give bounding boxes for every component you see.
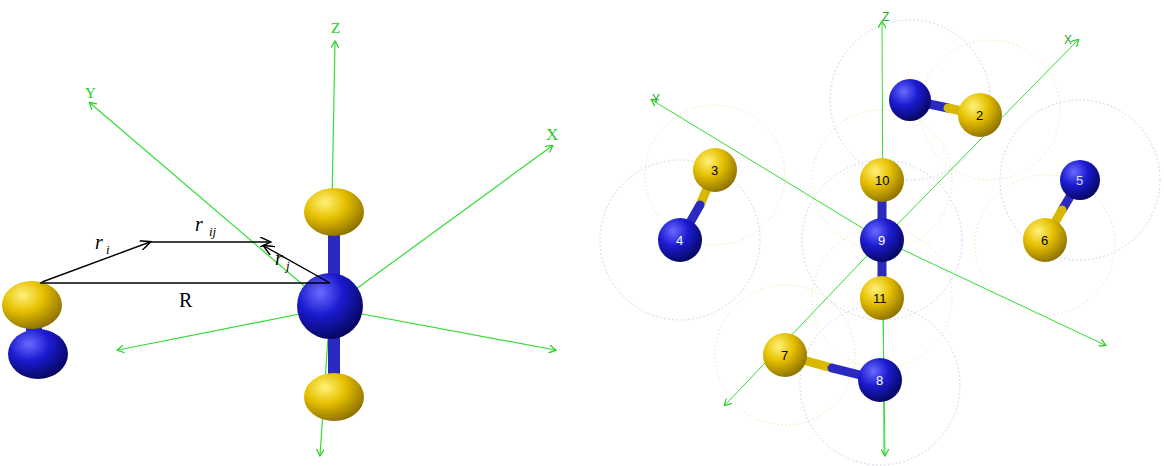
axis-label: Z <box>331 21 340 36</box>
axis-label: Y <box>85 86 96 101</box>
atom-number: 9 <box>878 234 885 247</box>
axis-label: X <box>1064 34 1072 46</box>
vector-subscript: ij <box>209 225 216 238</box>
vector-label: r <box>195 214 203 234</box>
atom-number: 6 <box>1041 234 1048 247</box>
atom-number: 4 <box>676 234 683 247</box>
atom-number: 3 <box>711 164 718 177</box>
atom-number: 8 <box>876 374 883 387</box>
axis-label: Z <box>882 11 889 23</box>
atom-number: 2 <box>976 109 983 122</box>
vector-subscript: i <box>106 243 110 256</box>
atom-number: 5 <box>1076 174 1083 187</box>
vector-label: r <box>275 248 283 268</box>
vector-label: R <box>179 290 192 310</box>
vector-label: r <box>95 232 103 252</box>
vector-subscript: j <box>286 259 290 272</box>
axis-label: X <box>546 126 558 143</box>
atom-number: 11 <box>873 292 887 305</box>
atom-number: 10 <box>875 174 889 187</box>
atom-number: 7 <box>781 349 788 362</box>
axis-label: Y <box>652 93 660 105</box>
